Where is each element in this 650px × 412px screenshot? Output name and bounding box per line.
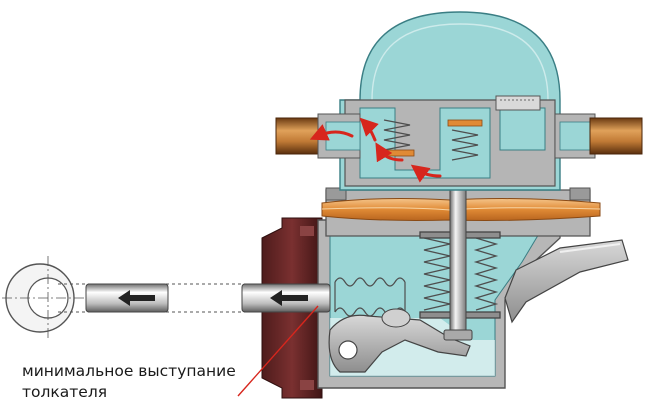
diaphragm-stem [443,173,473,341]
outlet-valve [447,119,483,161]
curved-red-arrow-icon [375,142,404,163]
fuel-flow-arrows [309,117,442,183]
inlet-pipe [275,113,361,159]
curved-red-arrow-icon [359,117,379,142]
callout-caption: минимальное выступание толкателя [22,361,282,403]
outlet-pipe [554,113,643,159]
priming-lever [504,239,629,324]
drive-lever [328,308,471,373]
pushrod-min-protrusion [241,283,331,313]
pushrod-start-position [85,283,169,313]
eccentric-cam [2,256,84,340]
curved-red-arrow-icon [410,164,442,183]
callout-leader-line [237,305,319,397]
pump-upper-housing [339,11,561,191]
curved-red-arrow-icon [309,124,354,141]
caption-line-2: толкателя [22,383,108,401]
arrow-left-icon [270,290,308,306]
caption-line-1: минимальное выступание [22,362,236,380]
arrow-left-icon [118,290,155,306]
